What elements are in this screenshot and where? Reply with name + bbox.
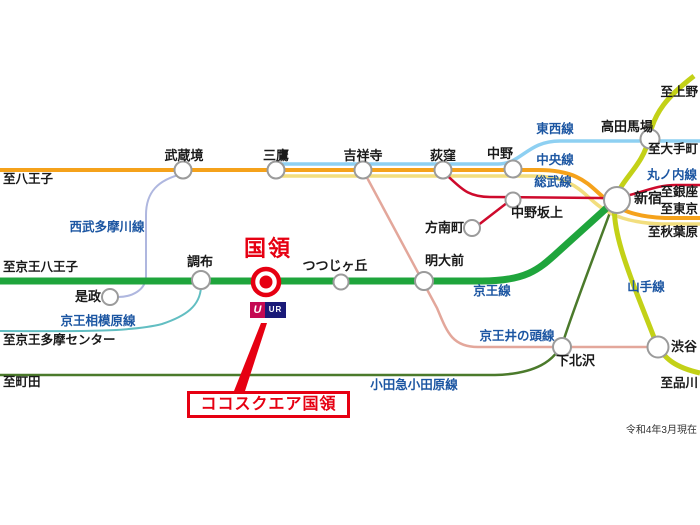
kokuryo-station-title: 国領 [243, 236, 293, 261]
keio-inokashira-line-path [362, 171, 648, 349]
station-markers [101, 128, 670, 359]
line-label-chuo: 中央線 [536, 153, 574, 167]
mitaka-station-marker [266, 160, 286, 180]
line-label-tozai: 東西線 [536, 122, 574, 136]
tsutsujigaoka-station-marker [332, 273, 350, 291]
destination-label-hachioji: 至八王子 [3, 172, 54, 186]
line-label-keio-sagamihara: 京王相模原線 [60, 314, 136, 328]
map-date-note: 令和4年3月現在 [625, 425, 697, 436]
station-label-koremasa: 是政 [75, 289, 102, 304]
meidaimae-station-marker [414, 271, 434, 291]
musashisakai-station-marker [173, 160, 193, 180]
chuo-line-path [0, 168, 700, 220]
line-label-sobu: 総武線 [534, 175, 572, 189]
marunouchi-line-path [442, 171, 700, 200]
destination-label-ueno: 至上野 [660, 85, 698, 99]
destination-label-shinagawa: 至品川 [660, 376, 698, 390]
keio-line-path [0, 201, 614, 285]
ogikubo-station-marker [433, 160, 453, 180]
line-label-odakyu-odawara: 小田急小田原線 [370, 378, 458, 392]
station-label-takadanobaba: 高田馬場 [600, 119, 654, 134]
station-label-honancho: 方南町 [425, 220, 465, 235]
ur-logo: U UR [250, 302, 286, 318]
cocos-square-kokuryo-callout: ココスクエア国領 [187, 391, 350, 418]
line-label-keio-inokashira: 京王井の頭線 [479, 329, 555, 343]
nakano-station-marker [503, 159, 523, 179]
tozai-line-path [270, 139, 700, 166]
koremasa-station-marker [101, 288, 119, 306]
line-label-keio: 京王線 [473, 284, 511, 298]
station-label-shinjuku: 新宿 [634, 190, 662, 206]
ur-logo-text: UR [265, 302, 286, 318]
ur-logo-u-mark: U [250, 302, 265, 318]
seibu-tamagawa-line-path [117, 173, 183, 298]
kichijoji-station-marker [353, 160, 373, 180]
station-label-shibuya: 渋谷 [671, 339, 698, 354]
station-label-tsutsujigaoka: つつじヶ丘 [302, 258, 368, 273]
station-label-kichijoji: 吉祥寺 [343, 148, 383, 163]
sobu-line-path [276, 174, 700, 226]
destination-label-machida: 至町田 [3, 375, 41, 389]
line-label-marunouchi: 丸ノ内線 [646, 168, 698, 182]
shimokitazawa-station-marker [552, 337, 572, 357]
station-label-nakanosakaue: 中野坂上 [510, 205, 564, 220]
station-label-nakano: 中野 [486, 146, 514, 161]
station-label-chofu: 調布 [186, 254, 214, 269]
destination-label-ginza: 至銀座 [660, 185, 698, 199]
line-label-seibu-tamagawa: 西武多摩川線 [69, 220, 145, 234]
station-label-shimokitazawa: 下北沢 [556, 353, 596, 368]
destination-label-keio-hachioji: 至京王八王子 [3, 260, 79, 274]
kokuryo-station-marker [250, 266, 282, 298]
destination-label-keio-tama-center: 至京王多摩センター [3, 333, 116, 347]
callout-pointer [234, 323, 267, 391]
station-label-musashisakai: 武蔵境 [164, 148, 204, 163]
station-label-meidaimae: 明大前 [425, 253, 465, 268]
honancho-station-marker [463, 219, 481, 237]
takadanobaba-station-marker [639, 128, 661, 150]
destination-label-otemachi: 至大手町 [647, 142, 698, 156]
chofu-station-marker [191, 270, 211, 290]
keio-sagamihara-line-path [0, 286, 202, 333]
station-label-mitaka: 三鷹 [262, 148, 290, 163]
nakanosakaue-station-marker [504, 191, 522, 209]
destination-label-tokyo: 至東京 [660, 202, 698, 216]
shinjuku-station-marker [603, 186, 631, 214]
line-label-yamanote: 山手線 [627, 280, 665, 294]
shibuya-station-marker [646, 335, 670, 359]
destination-label-akihabara: 至秋葉原 [647, 225, 698, 239]
station-label-ogikubo: 荻窪 [429, 148, 457, 163]
